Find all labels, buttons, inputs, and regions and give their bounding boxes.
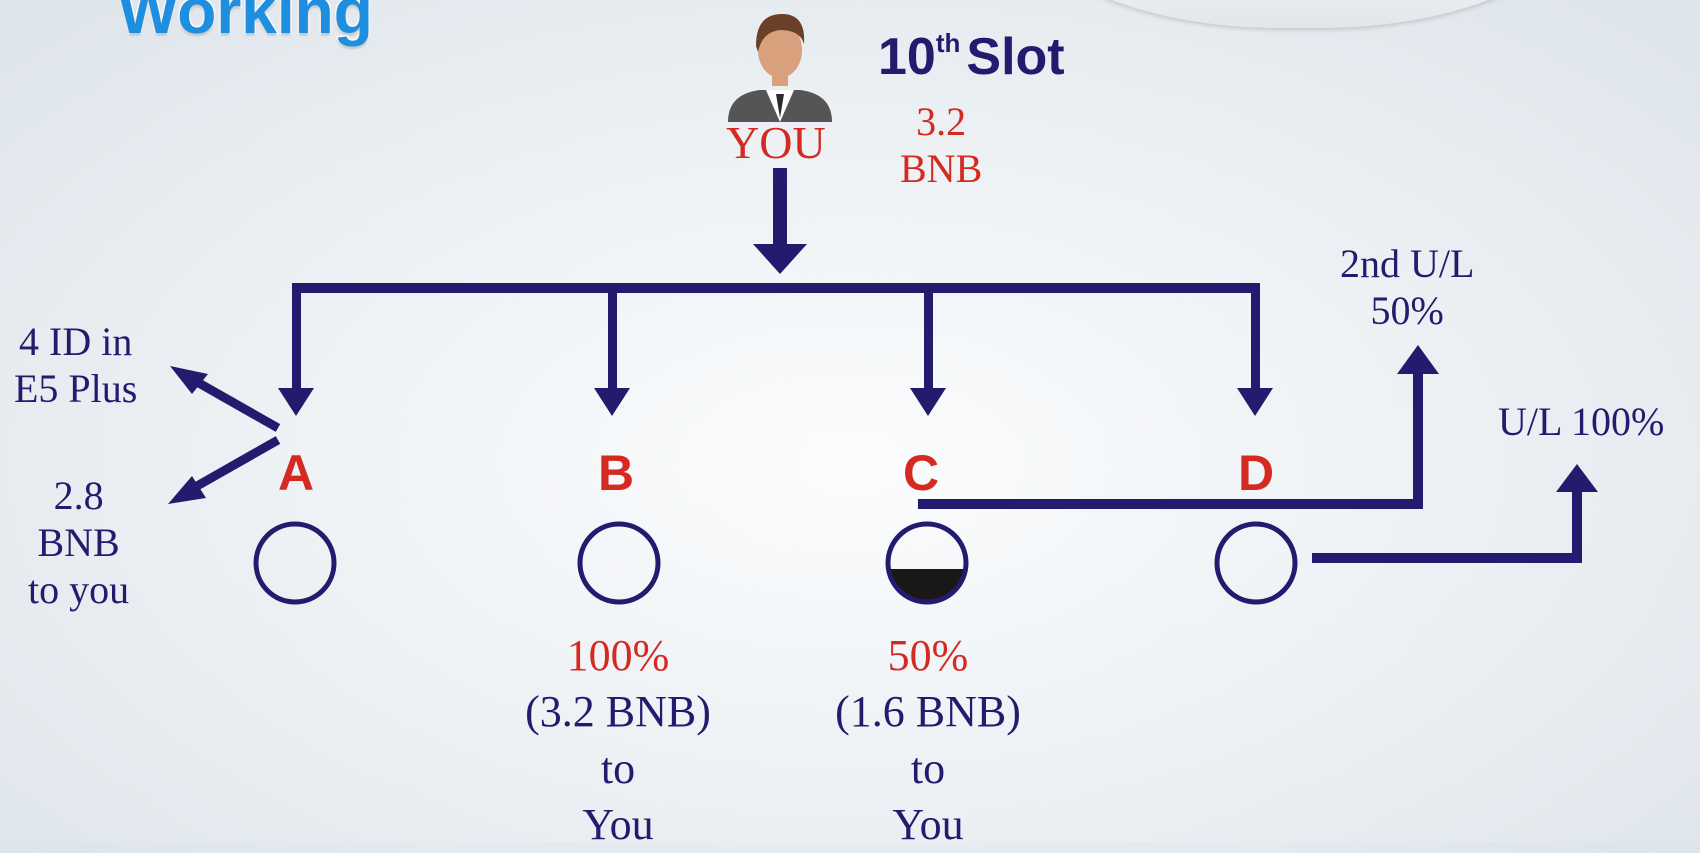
- c-payout-amount: (1.6 BNB): [835, 687, 1021, 737]
- upline-note: U/L 100%: [1498, 399, 1665, 444]
- a-to-you-line-1: 2.8: [53, 473, 104, 518]
- slot-circle-a: [253, 521, 337, 605]
- you-label: YOU: [726, 117, 826, 168]
- second-upline-line-2: 50%: [1370, 288, 1444, 334]
- slot-word: Slot: [966, 28, 1065, 86]
- partial-title: Working: [117, 0, 375, 49]
- e5-plus-line-1: 4 ID in: [19, 319, 133, 364]
- slot-circle-d: [1214, 521, 1298, 605]
- c-payout-percent: 50%: [887, 631, 969, 680]
- e5-plus-line-2: E5 Plus: [14, 366, 138, 412]
- distribution-bar: [292, 283, 1260, 293]
- b-payout-note: 100% (3.2 BNB) to You: [503, 628, 733, 853]
- node-label-a: A: [278, 445, 315, 501]
- branch-arrow-c: [910, 283, 946, 416]
- b-payout-amount: (3.2 BNB): [525, 687, 711, 737]
- branch-arrow-d: [1237, 283, 1273, 416]
- a-to-you-note: 2.8 BNB to you: [28, 472, 129, 614]
- slot-amount: 3.2 BNB: [900, 98, 982, 192]
- arrow-c-to-second-upline: [918, 345, 1439, 509]
- slot-suffix: th: [935, 28, 961, 58]
- slot-amount-value: 3.2: [916, 99, 967, 144]
- e5-plus-note: 4 ID in E5 Plus: [14, 318, 137, 412]
- node-label-d: D: [1238, 445, 1275, 501]
- arrow-d-to-upline: [1312, 464, 1598, 563]
- slot-amount-unit: BNB: [900, 146, 983, 192]
- c-payout-note: 50% (1.6 BNB) to You: [813, 628, 1043, 853]
- a-to-you-line-2: BNB: [37, 520, 120, 566]
- branch-arrow-b: [594, 283, 630, 416]
- node-label-b: B: [598, 445, 635, 501]
- branch-arrow-a: [278, 283, 314, 416]
- b-payout-percent: 100%: [566, 631, 670, 680]
- c-payout-to: to: [910, 743, 946, 793]
- second-upline-line-1: 2nd U/L: [1340, 241, 1475, 286]
- slot-circle-b: [577, 521, 661, 605]
- slot-number: 10: [878, 28, 936, 86]
- c-payout-you: You: [892, 799, 964, 849]
- arrow-a-to-you: [168, 436, 281, 504]
- down-arrow-from-you: [753, 168, 807, 274]
- b-payout-to: to: [600, 743, 636, 793]
- a-to-you-line-3: to you: [28, 567, 130, 613]
- person-icon: [728, 14, 832, 122]
- b-payout-you: You: [582, 799, 654, 849]
- node-label-c: C: [903, 445, 940, 501]
- arrow-a-to-e5-plus: [170, 366, 281, 432]
- second-upline-note: 2nd U/L 50%: [1340, 240, 1474, 334]
- slot-circle-c-half-filled: [885, 521, 969, 605]
